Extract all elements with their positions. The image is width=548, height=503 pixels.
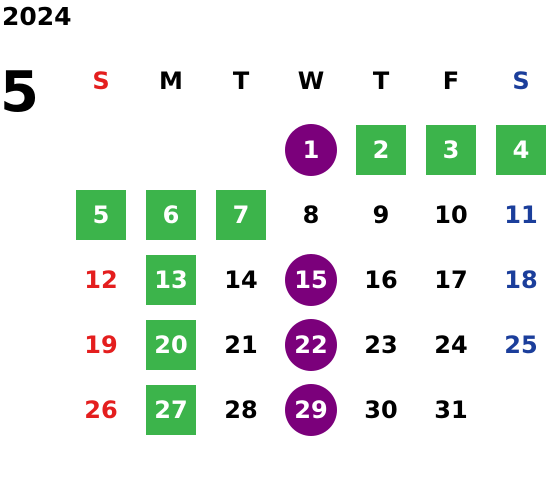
day-cell-25[interactable]: 25 [504,331,538,359]
day-cell-1[interactable]: 1 [285,124,337,176]
day-cell-22[interactable]: 22 [285,319,337,371]
day-cell-8[interactable]: 8 [302,201,320,229]
weekday-header: F [442,67,460,95]
day-cell-23[interactable]: 23 [364,331,398,359]
weekday-header: T [372,67,390,95]
day-cell-7[interactable]: 7 [216,190,266,240]
day-cell-5[interactable]: 5 [76,190,126,240]
day-cell-11[interactable]: 11 [504,201,538,229]
day-cell-12[interactable]: 12 [84,266,118,294]
weekday-header: T [232,67,250,95]
day-cell-3[interactable]: 3 [426,125,476,175]
year-label: 2024 [2,2,72,31]
day-cell-10[interactable]: 10 [434,201,468,229]
day-cell-4[interactable]: 4 [496,125,546,175]
day-cell-24[interactable]: 24 [434,331,468,359]
day-cell-13[interactable]: 13 [146,255,196,305]
day-cell-28[interactable]: 28 [224,396,258,424]
day-cell-17[interactable]: 17 [434,266,468,294]
day-cell-21[interactable]: 21 [224,331,258,359]
day-cell-9[interactable]: 9 [372,201,390,229]
day-cell-16[interactable]: 16 [364,266,398,294]
day-cell-2[interactable]: 2 [356,125,406,175]
day-cell-29[interactable]: 29 [285,384,337,436]
day-cell-14[interactable]: 14 [224,266,258,294]
day-cell-20[interactable]: 20 [146,320,196,370]
day-cell-19[interactable]: 19 [84,331,118,359]
weekday-header: M [159,67,183,95]
weekday-header: S [512,67,530,95]
day-cell-15[interactable]: 15 [285,254,337,306]
weekday-header: W [297,67,325,95]
day-cell-6[interactable]: 6 [146,190,196,240]
weekday-header: S [92,67,110,95]
day-cell-18[interactable]: 18 [504,266,538,294]
day-cell-30[interactable]: 30 [364,396,398,424]
day-cell-26[interactable]: 26 [84,396,118,424]
day-cell-27[interactable]: 27 [146,385,196,435]
day-cell-31[interactable]: 31 [434,396,468,424]
month-label: 5 [0,60,39,125]
